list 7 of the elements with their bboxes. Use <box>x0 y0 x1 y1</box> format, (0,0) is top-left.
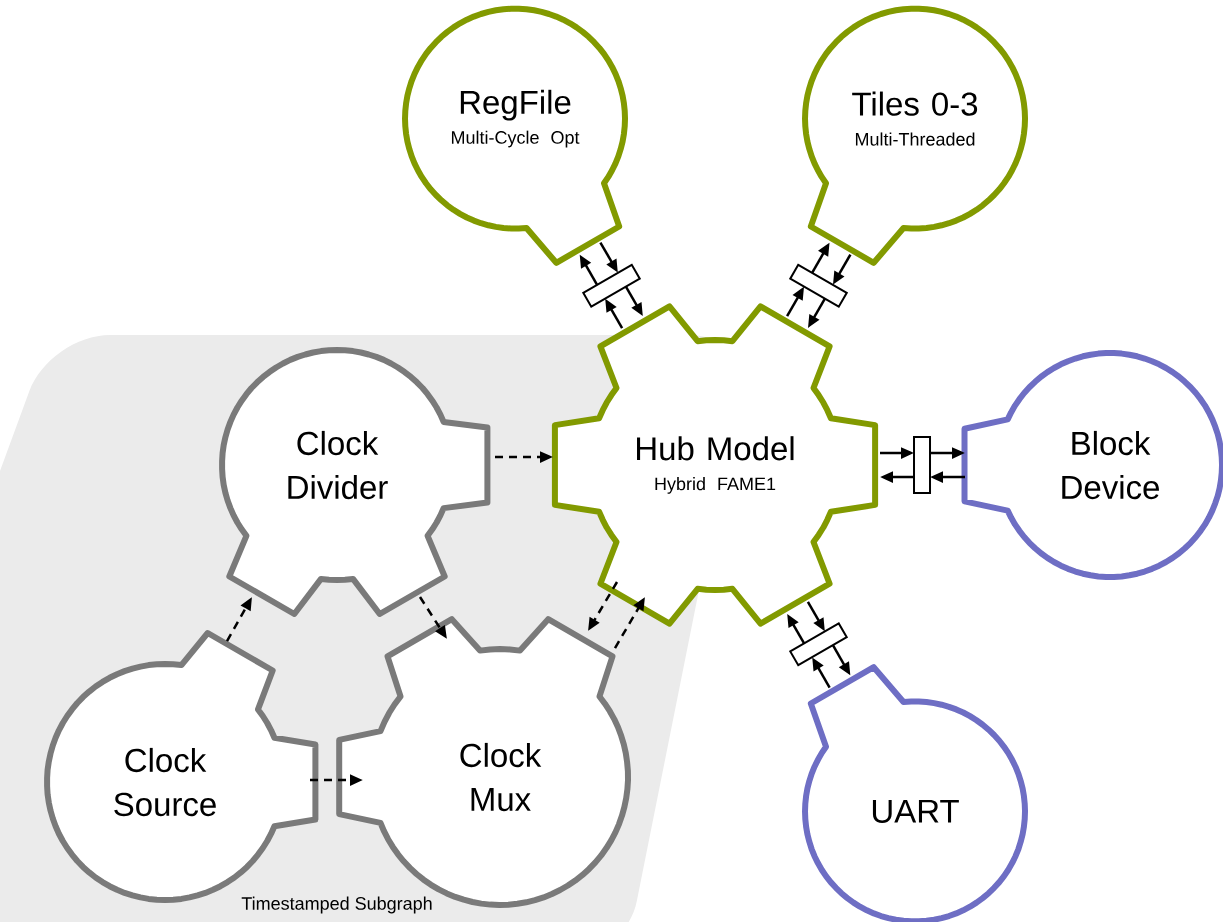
buffer-box <box>913 436 931 494</box>
gear-node: Tiles 0-3 Multi-Threaded <box>802 5 1028 266</box>
gear-node: Hub Model Hybrid FAME1 <box>551 303 879 627</box>
gear-node: UART <box>802 664 1028 922</box>
gear-node: Clock Divider <box>219 347 491 617</box>
gear-node: RegFile Multi-Cycle Opt <box>402 5 628 266</box>
gear-node: Block Device <box>961 350 1223 580</box>
